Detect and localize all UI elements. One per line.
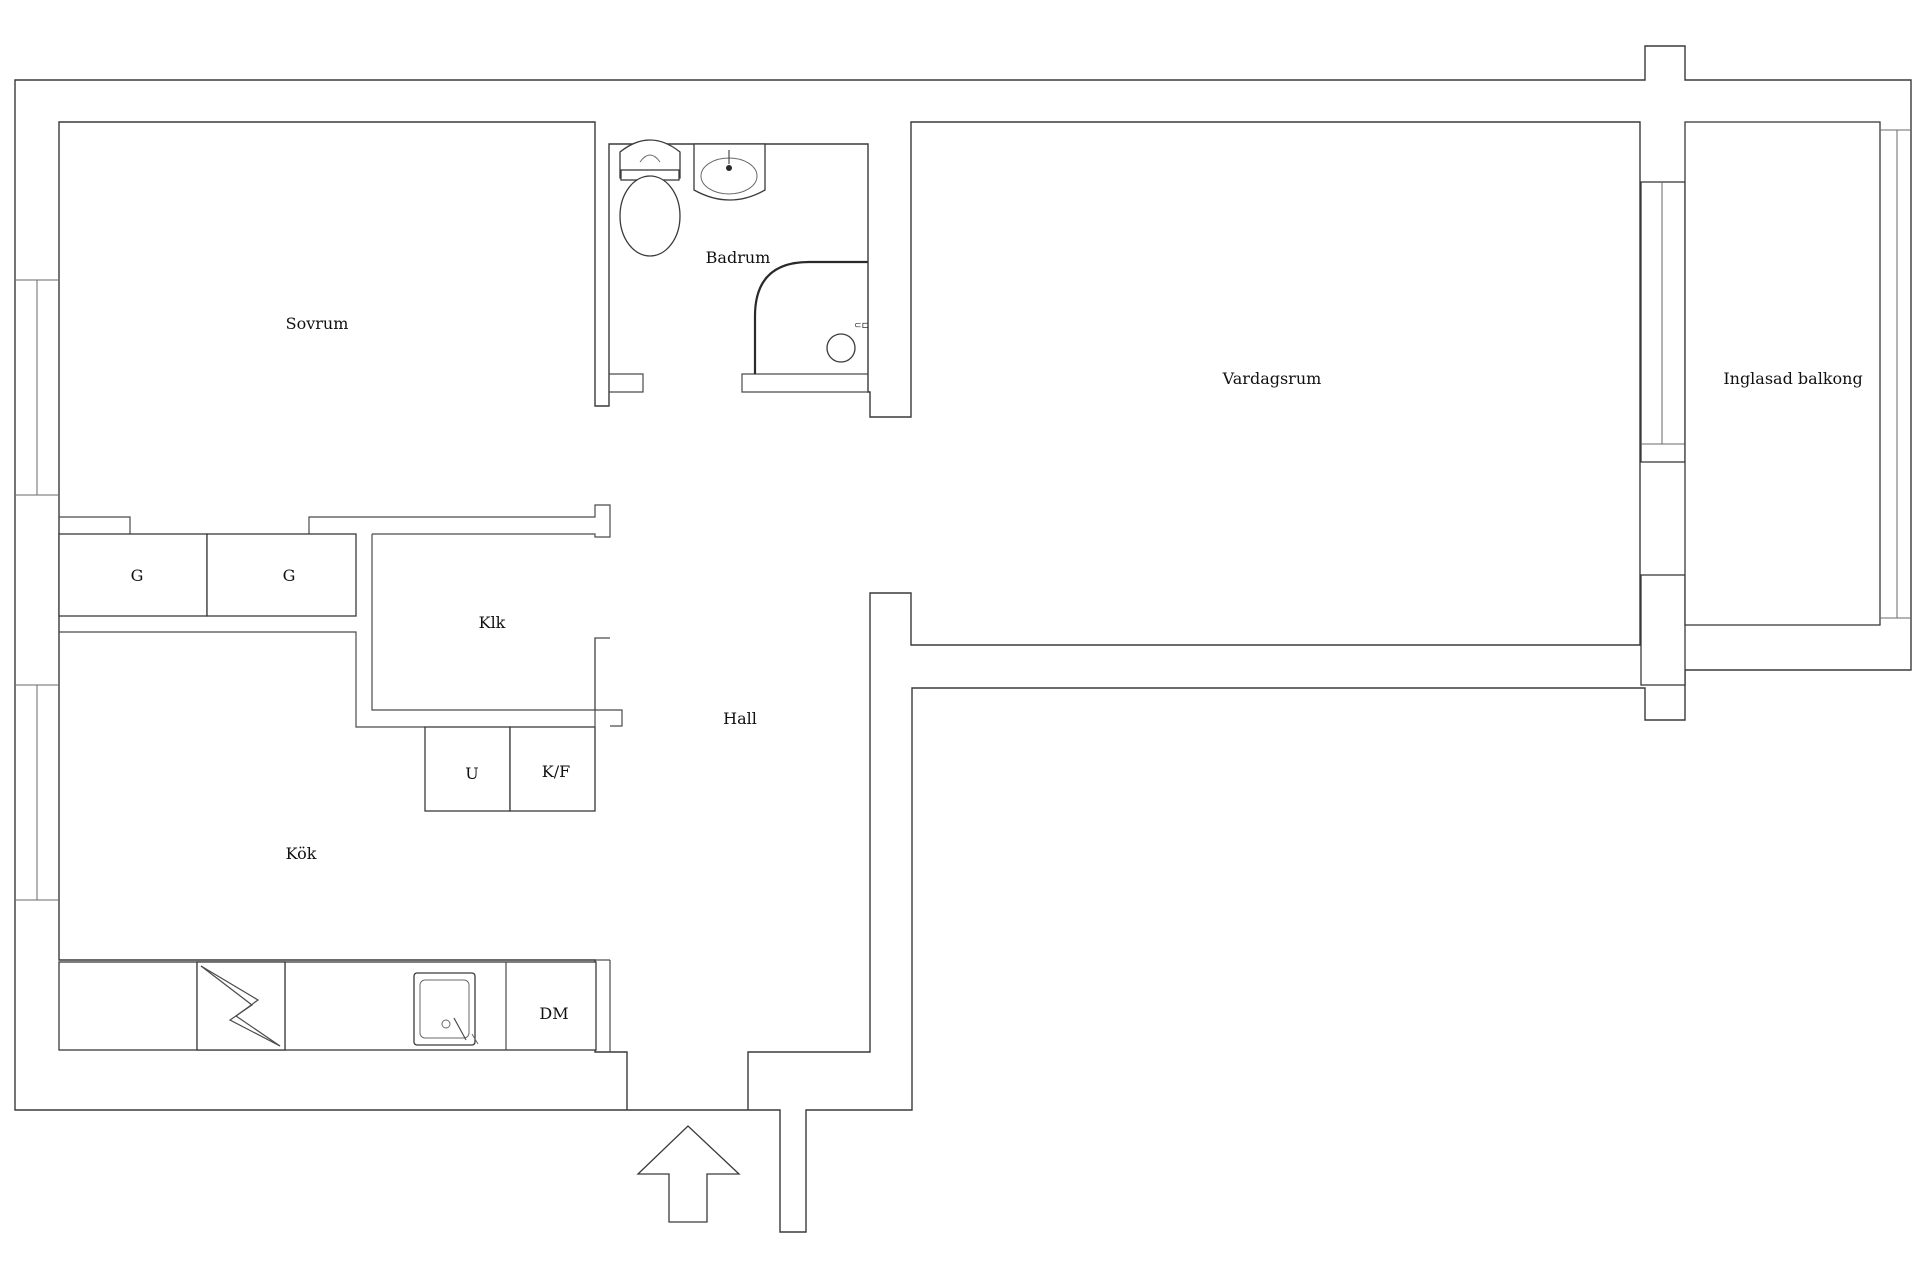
label-ugn: U [465,764,478,783]
interior-walls [58,373,868,1052]
label-inglasad-balkong: Inglasad balkong [1723,369,1862,388]
entrance-arrow-icon [636,1125,741,1223]
outer-wall [14,45,1912,1233]
stove-icon [196,961,286,1051]
washbasin-icon [693,143,766,201]
label-badrum: Badrum [706,248,771,267]
label-kok: Kök [286,844,317,863]
label-hall: Hall [723,709,757,728]
label-diskmaskin: DM [539,1004,568,1023]
label-sovrum: Sovrum [286,314,349,333]
label-kyl-frys: K/F [542,762,570,781]
label-garderob-1: G [131,566,144,585]
label-klk: Klk [479,613,506,632]
shower-icon: ⊂⊏ [753,260,869,374]
label-vardagsrum: Vardagsrum [1222,369,1322,388]
sink-icon [413,972,479,1046]
windows-left [15,279,59,901]
label-garderob-2: G [283,566,296,585]
toilet-icon [619,139,681,257]
svg-text:⊂⊏: ⊂⊏ [854,321,869,331]
balcony-walls [1640,121,1911,686]
